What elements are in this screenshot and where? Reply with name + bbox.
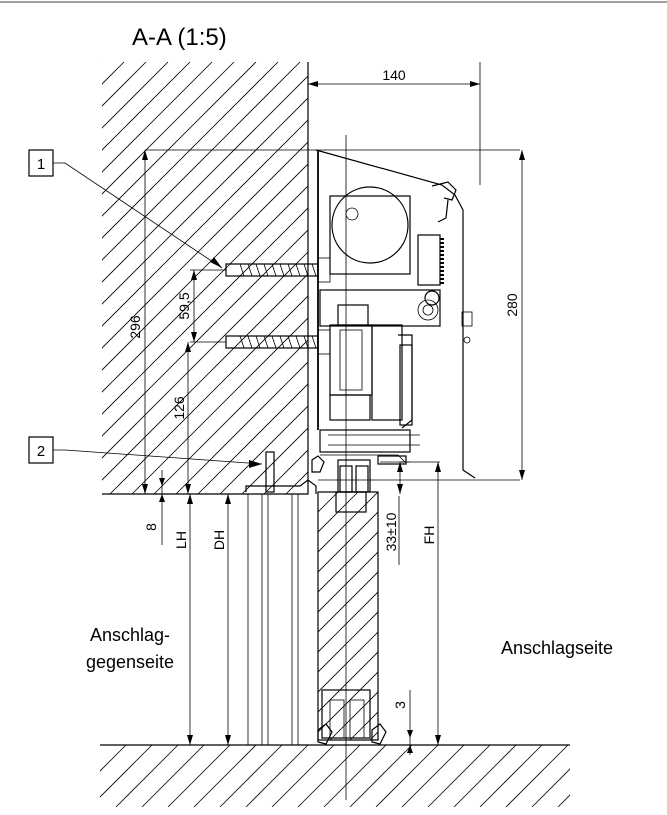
dim-text-dh: DH bbox=[211, 530, 227, 550]
anchor-lower bbox=[225, 329, 331, 355]
drive-mechanism bbox=[319, 289, 473, 463]
dim-text-3: 3 bbox=[392, 701, 408, 709]
dim-dh bbox=[225, 494, 231, 745]
callout-arrow-1 bbox=[210, 257, 222, 268]
label-anschlag-gegenseite-line1: Anschlag- bbox=[90, 625, 170, 645]
label-anschlagseite: Anschlagseite bbox=[501, 638, 613, 658]
dim-text-296: 296 bbox=[127, 315, 143, 339]
dim-140 bbox=[307, 62, 481, 185]
callout-number-2: 2 bbox=[37, 443, 45, 460]
anchor-upper bbox=[225, 257, 331, 283]
dim-text-140: 140 bbox=[382, 67, 406, 83]
dim-text-fh: FH bbox=[421, 526, 437, 545]
wall-hatch bbox=[102, 62, 308, 494]
dim-8 bbox=[159, 470, 165, 545]
motor bbox=[329, 186, 444, 321]
door-leaf-hatch bbox=[318, 492, 378, 740]
dim-lh bbox=[187, 494, 193, 745]
dim-text-8: 8 bbox=[143, 523, 159, 531]
dim-text-lh: LH bbox=[173, 531, 189, 549]
view-title: A-A (1:5) bbox=[132, 24, 227, 51]
dim-text-59-5: 59,5 bbox=[176, 292, 192, 319]
operator-housing bbox=[315, 149, 520, 481]
dim-text-280: 280 bbox=[504, 293, 520, 317]
dim-59-5 bbox=[190, 269, 226, 343]
floor-guide bbox=[317, 689, 387, 745]
callout-leader-2 bbox=[53, 449, 263, 465]
wall-outline bbox=[102, 62, 309, 495]
dim-33-10 bbox=[380, 461, 410, 565]
callout-arrow-2 bbox=[249, 460, 262, 468]
dim-3 bbox=[407, 690, 413, 755]
carriage-rollers bbox=[311, 455, 407, 513]
bottom-bracket bbox=[245, 451, 317, 494]
floor-hatch bbox=[100, 745, 570, 807]
dim-296 bbox=[142, 149, 318, 494]
dim-text-126: 126 bbox=[171, 396, 187, 420]
label-anschlag-gegenseite-line2: gegenseite bbox=[86, 652, 174, 672]
callout-leader-1 bbox=[53, 162, 223, 269]
dim-text-33-10: 33±10 bbox=[383, 512, 399, 551]
profile-lines bbox=[247, 135, 347, 800]
dim-280 bbox=[519, 150, 525, 480]
callout-number-1: 1 bbox=[37, 156, 45, 173]
dim-126 bbox=[185, 342, 191, 494]
